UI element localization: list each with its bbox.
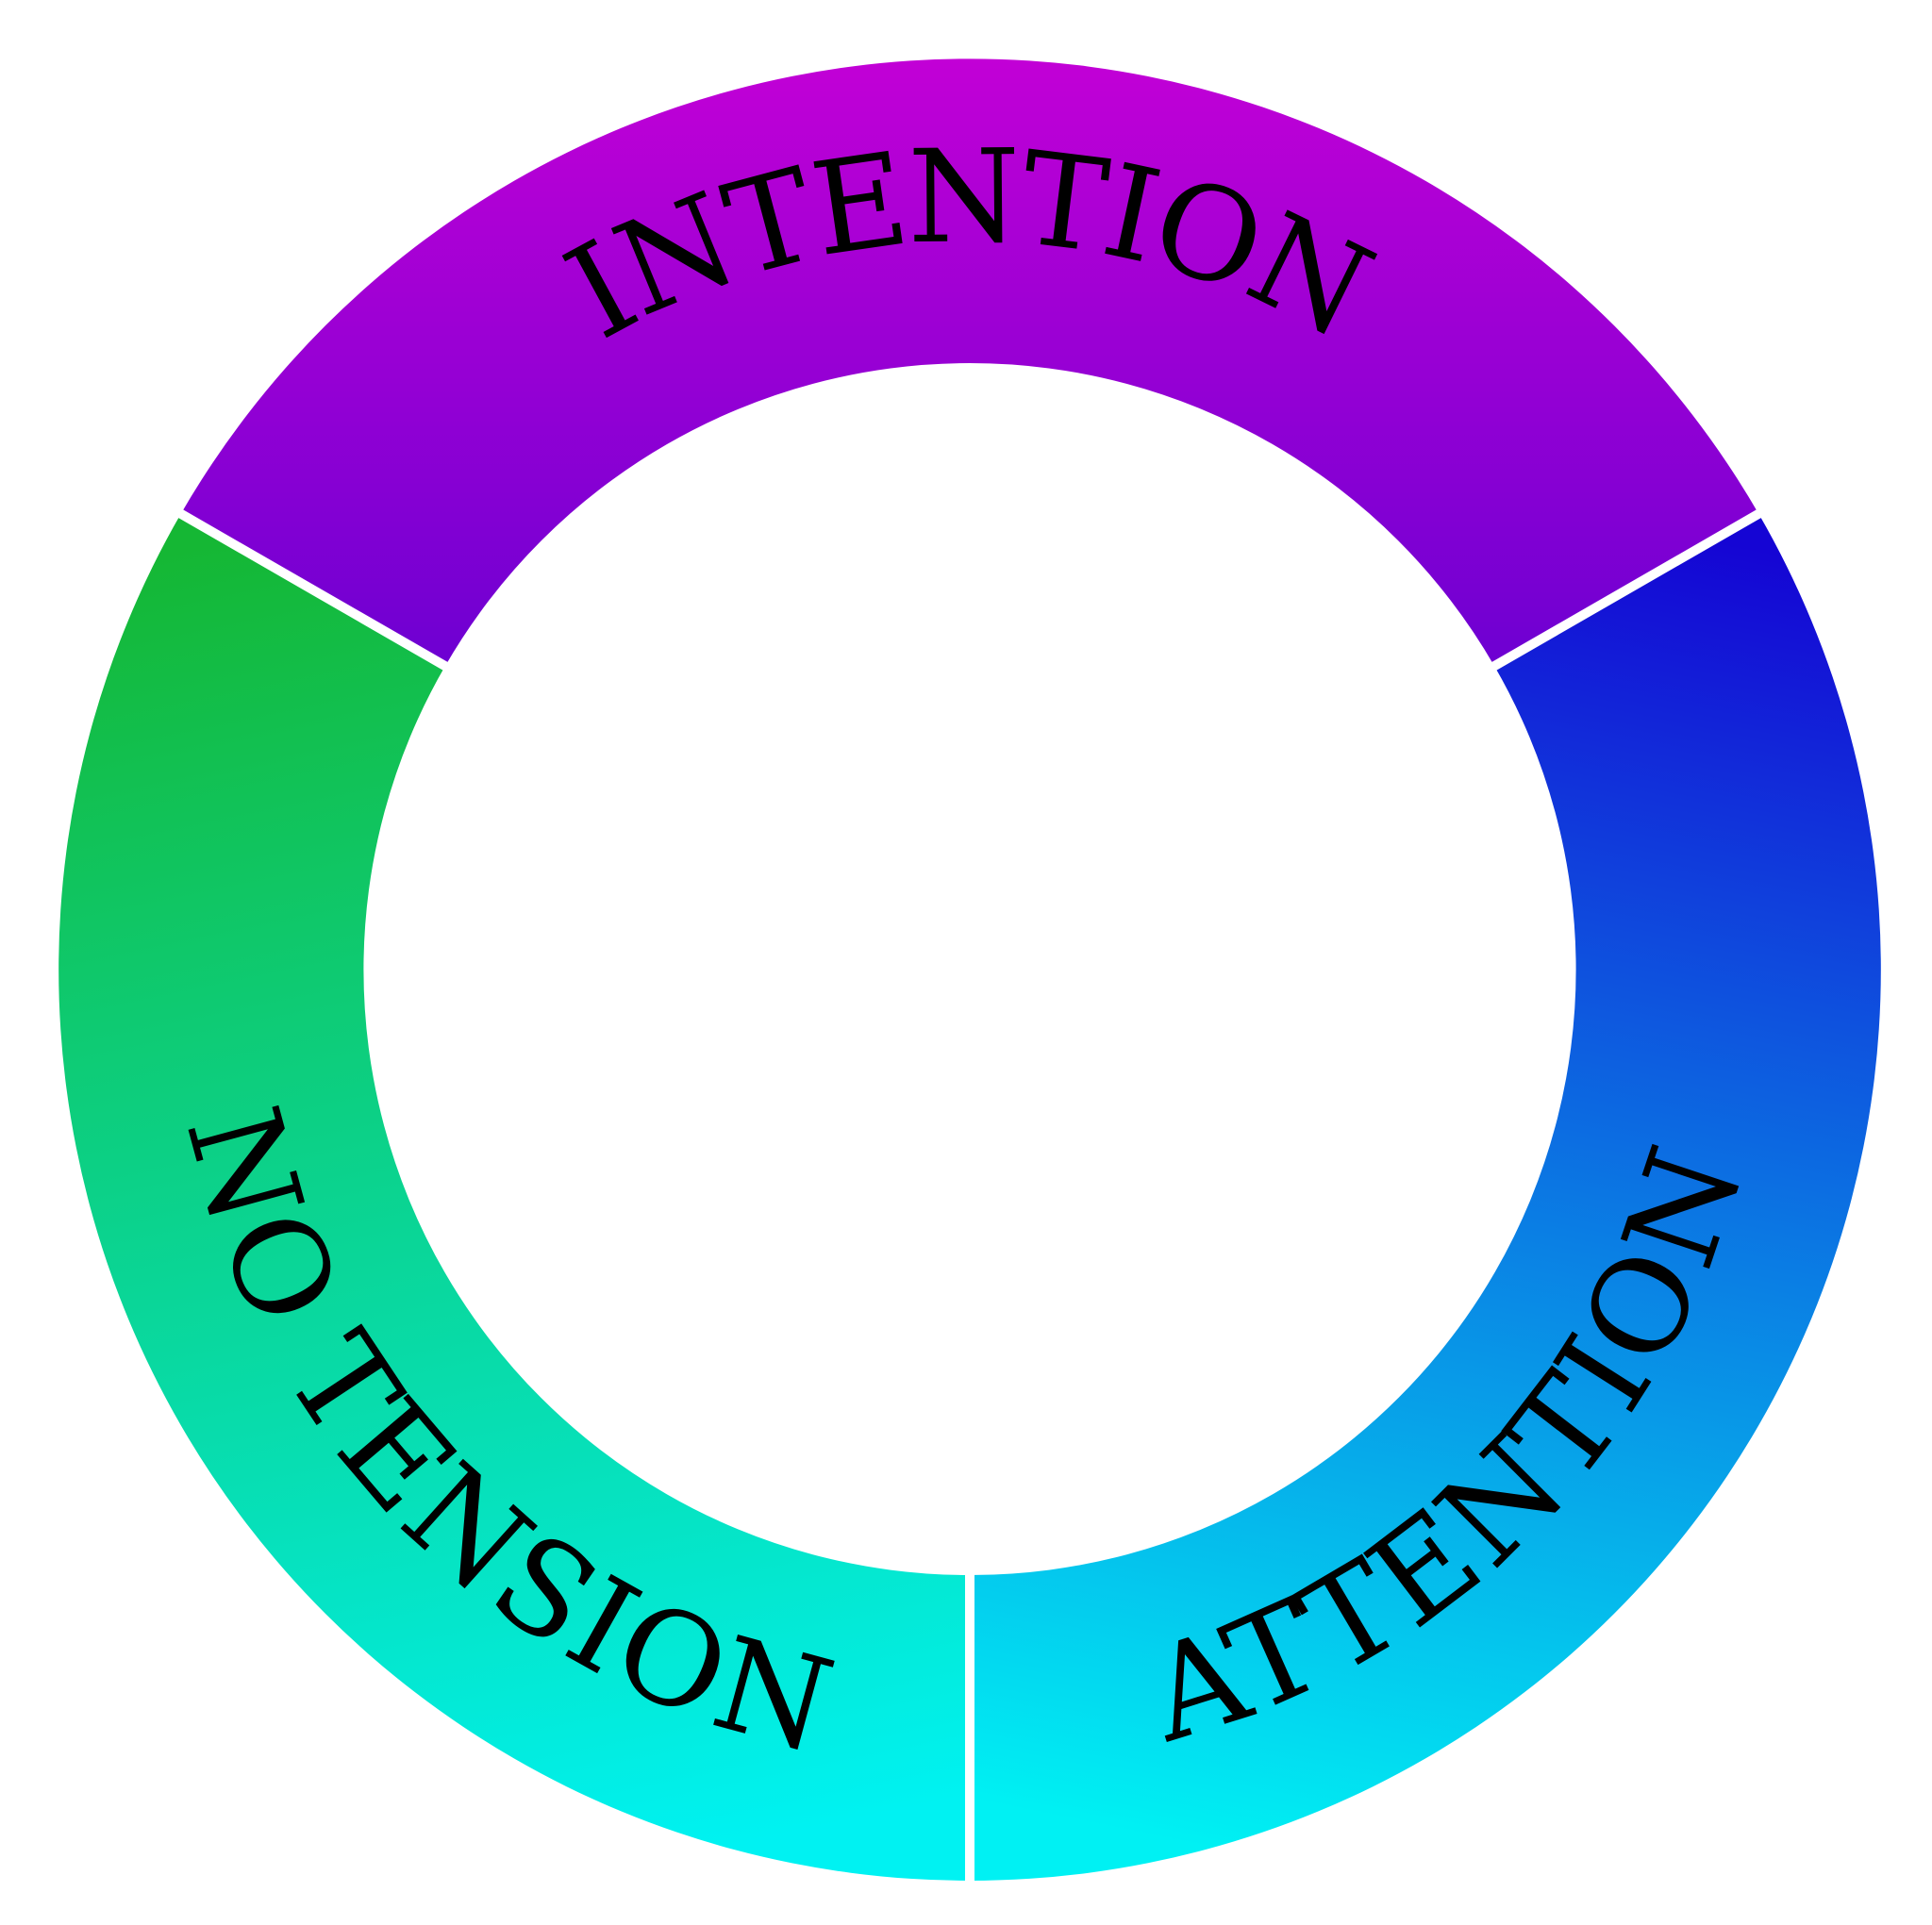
ring-segment-attention (970, 514, 1881, 1881)
ring-segment-intention (180, 58, 1759, 667)
separator-right (1482, 503, 1773, 676)
separator-left (167, 503, 458, 676)
segment-separators (167, 503, 1773, 1892)
ring-segment-no-tension (58, 514, 970, 1881)
